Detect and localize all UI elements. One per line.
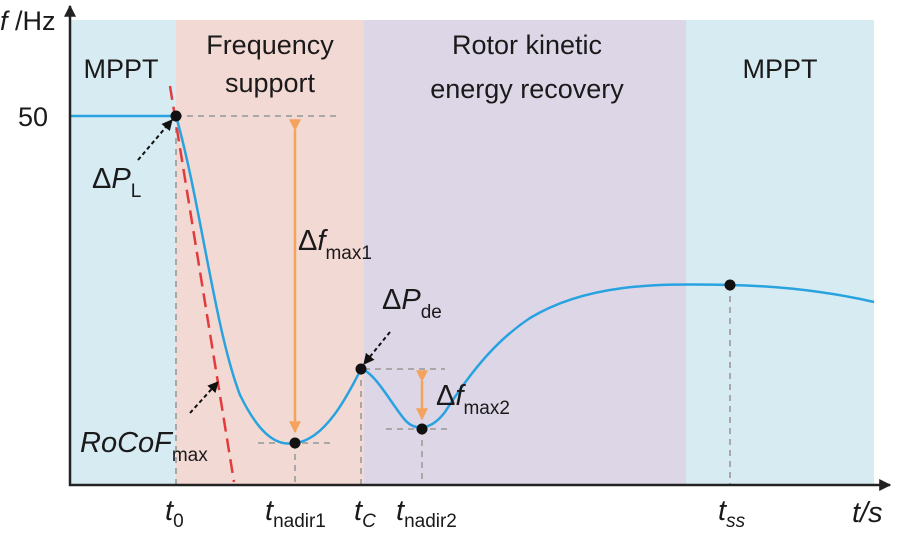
rocof-tangent-line: [168, 85, 236, 483]
delta-pl-sub: L: [131, 181, 142, 202]
delta-pde-var: P: [401, 284, 421, 316]
tnadir1-sub: nadir1: [273, 511, 326, 530]
rocof-sub: max: [172, 445, 208, 466]
tnadir1-label: tnadir1: [265, 495, 326, 530]
y-tick-50: 50: [18, 102, 48, 132]
delta-symbol: Δ: [298, 225, 317, 257]
point-t0: [170, 110, 182, 122]
tc-label: tC: [354, 495, 376, 530]
tnadir1-var: t: [265, 495, 275, 527]
y-axis-label-unit: /Hz: [8, 6, 56, 36]
rocof-label: RoCoFmax: [80, 427, 208, 466]
key-points: [170, 110, 736, 449]
rotor-recovery-label-1: Rotor kinetic: [452, 30, 602, 60]
delta-pl-pointer-arrow: [137, 119, 173, 161]
delta-symbol: Δ: [382, 284, 401, 316]
guide-lines: [175, 115, 731, 485]
tnadir2-sub: nadir2: [404, 511, 457, 530]
y-axis-label-var: f: [0, 6, 10, 36]
delta-symbol: Δ: [92, 163, 111, 195]
mppt-left-label: MPPT: [83, 54, 158, 84]
t0-sub: 0: [173, 511, 184, 530]
delta-fmax2-sub: max2: [463, 398, 509, 419]
point-tc: [355, 363, 367, 375]
point-nadir2: [416, 423, 428, 435]
delta-fmax1-label: Δfmax1: [298, 225, 372, 264]
delta-pl-label: ΔPL: [92, 163, 141, 202]
delta-fmax2-var: f: [455, 380, 466, 412]
delta-symbol: Δ: [436, 380, 455, 412]
delta-pde-sub: de: [421, 302, 442, 323]
rocof-var: RoCoF: [80, 427, 174, 459]
tc-var: t: [354, 495, 364, 527]
delta-fmax2-label: Δfmax2: [436, 380, 510, 419]
mppt-left-region: [70, 20, 176, 485]
tss-var: t: [718, 495, 728, 527]
tnadir2-var: t: [396, 495, 406, 527]
mppt-right-label: MPPT: [742, 54, 817, 84]
frequency-curve: [70, 114, 875, 445]
point-nadir1: [289, 437, 301, 449]
x-axis-label: t/s: [852, 497, 883, 529]
t0-var: t: [165, 495, 175, 527]
point-tss: [724, 279, 736, 291]
frequency-support-label-2: support: [225, 68, 316, 98]
tss-sub: ss: [726, 511, 746, 530]
tss-label: tss: [718, 495, 746, 530]
rotor-recovery-label-2: energy recovery: [430, 74, 624, 104]
mppt-right-region: [686, 20, 874, 485]
delta-pl-var: P: [111, 163, 131, 195]
frequency-support-region: [176, 20, 364, 485]
y-axis-label: f /Hz: [0, 6, 56, 36]
tc-sub: C: [362, 511, 376, 530]
frequency-support-label-1: Frequency: [206, 30, 334, 60]
tnadir2-label: tnadir2: [396, 495, 457, 530]
delta-fmax1-var: f: [317, 225, 328, 257]
delta-pde-label: ΔPde: [382, 284, 442, 323]
t0-label: t0: [165, 495, 184, 530]
delta-fmax1-sub: max1: [325, 243, 371, 264]
